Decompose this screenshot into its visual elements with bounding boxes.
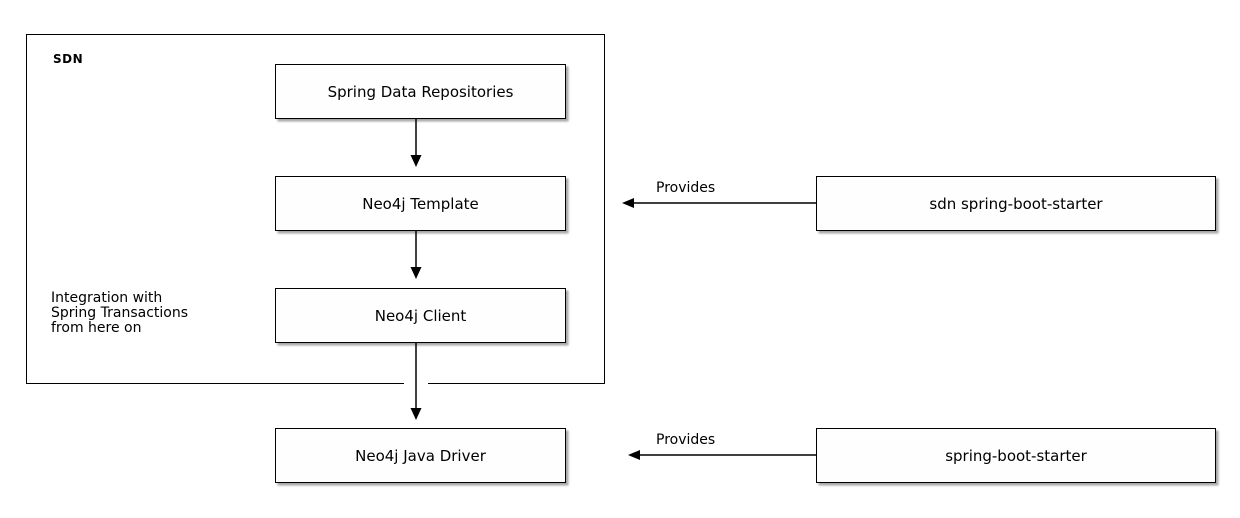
node-neo4j-java-driver: Neo4j Java Driver	[275, 428, 566, 483]
provides-label-top: Provides	[656, 180, 716, 196]
sdn-package-box: SDN Integration with Spring Transactions…	[26, 34, 605, 384]
node-sdn-spring-boot-starter: sdn spring-boot-starter	[816, 176, 1216, 231]
node-neo4j-template: Neo4j Template	[275, 176, 566, 231]
sdn-package-title: SDN	[53, 52, 84, 66]
node-neo4j-client: Neo4j Client	[275, 288, 566, 343]
arrow-boot-starter-provides	[628, 450, 816, 460]
arrow-sdn-starter-provides	[622, 198, 816, 208]
node-spring-data-repositories: Spring Data Repositories	[275, 64, 566, 119]
provides-label-bottom: Provides	[656, 432, 716, 448]
spring-transactions-note: Integration with Spring Transactions fro…	[51, 290, 189, 336]
node-spring-boot-starter: spring-boot-starter	[816, 428, 1216, 483]
